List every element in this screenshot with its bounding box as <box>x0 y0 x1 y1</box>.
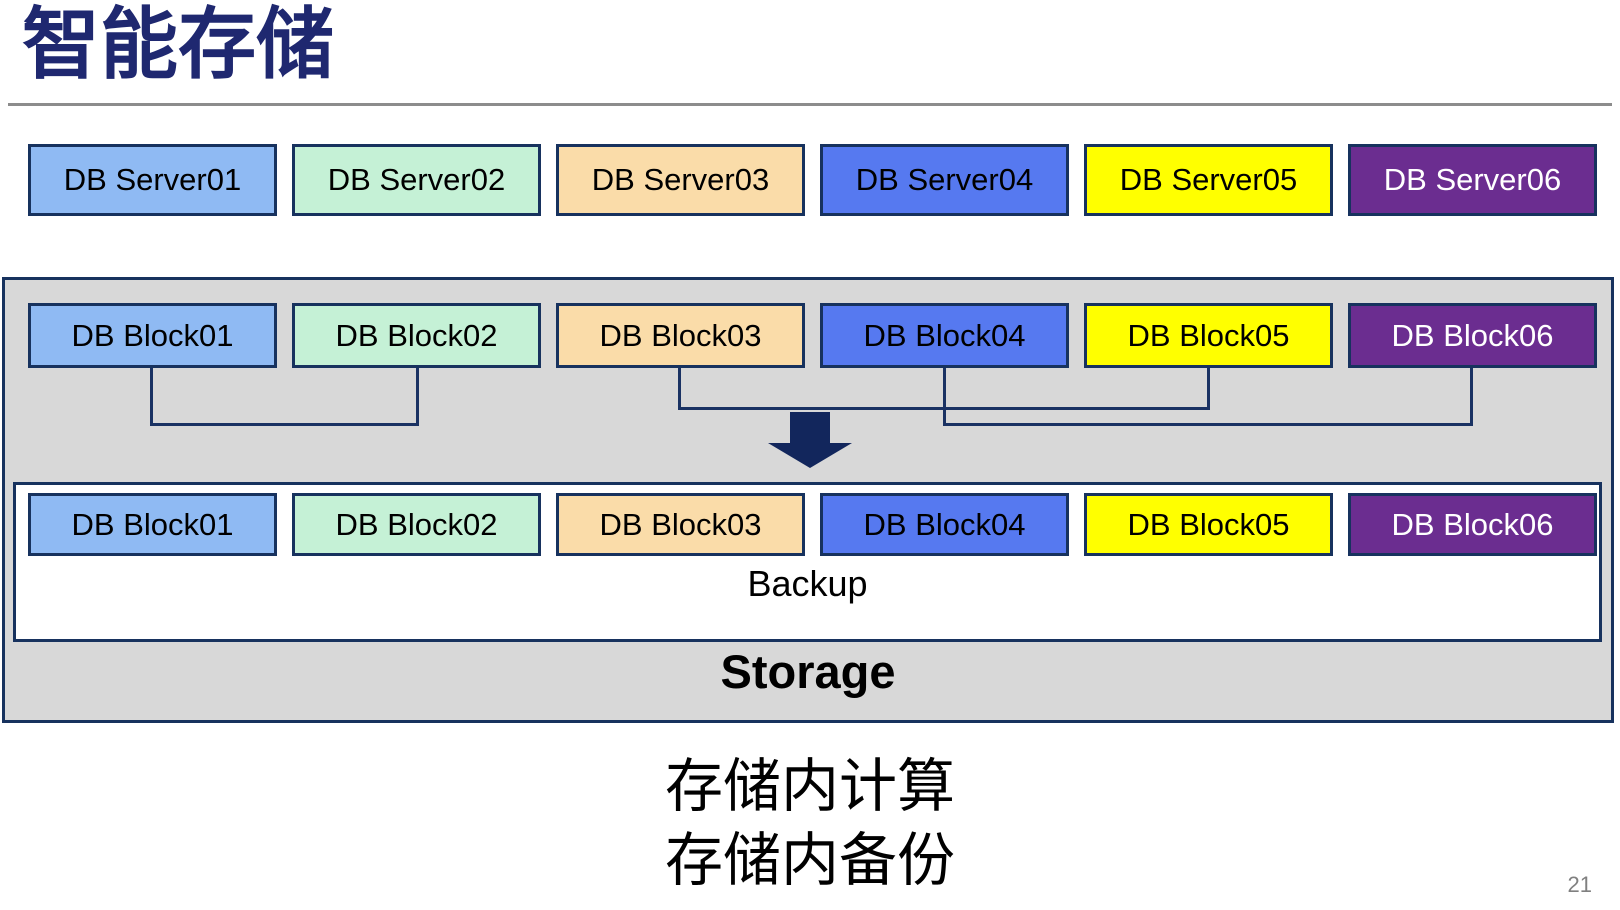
db-server-01: DB Server01 <box>28 144 277 216</box>
connector-c-left <box>943 368 946 426</box>
backup-container <box>13 482 1602 642</box>
db-block-top-04: DB Block04 <box>820 303 1069 368</box>
caption-line-2: 存储内备份 <box>664 828 955 893</box>
connector-c-right <box>1470 368 1473 426</box>
db-block-bottom-04: DB Block04 <box>820 493 1069 556</box>
db-block-bottom-05: DB Block05 <box>1084 493 1333 556</box>
storage-label: Storage <box>720 645 896 698</box>
title-divider <box>8 103 1612 106</box>
db-block-bottom-06: DB Block06 <box>1348 493 1597 556</box>
connector-b-right <box>1207 368 1210 410</box>
db-server-03: DB Server03 <box>556 144 805 216</box>
db-server-04: DB Server04 <box>820 144 1069 216</box>
db-block-top-01: DB Block01 <box>28 303 277 368</box>
page-number: 21 <box>1567 872 1592 897</box>
connector-a-horizontal <box>150 423 419 426</box>
connector-b-left <box>678 368 681 410</box>
db-block-top-05: DB Block05 <box>1084 303 1333 368</box>
slide-title: 智能存储 <box>22 0 335 88</box>
connector-a-right <box>416 368 419 426</box>
db-block-bottom-01: DB Block01 <box>28 493 277 556</box>
db-block-top-02: DB Block02 <box>292 303 541 368</box>
db-server-05: DB Server05 <box>1084 144 1333 216</box>
down-arrow-icon <box>768 412 852 468</box>
connector-c-horizontal <box>943 423 1473 426</box>
db-block-top-03: DB Block03 <box>556 303 805 368</box>
db-server-06: DB Server06 <box>1348 144 1597 216</box>
db-block-bottom-02: DB Block02 <box>292 493 541 556</box>
caption-line-1: 存储内计算 <box>664 754 955 819</box>
connector-a-left <box>150 368 153 426</box>
db-block-bottom-03: DB Block03 <box>556 493 805 556</box>
db-block-top-06: DB Block06 <box>1348 303 1597 368</box>
caption: 存储内计算 存储内备份 <box>0 750 1620 898</box>
backup-label: Backup <box>747 563 868 604</box>
db-server-02: DB Server02 <box>292 144 541 216</box>
